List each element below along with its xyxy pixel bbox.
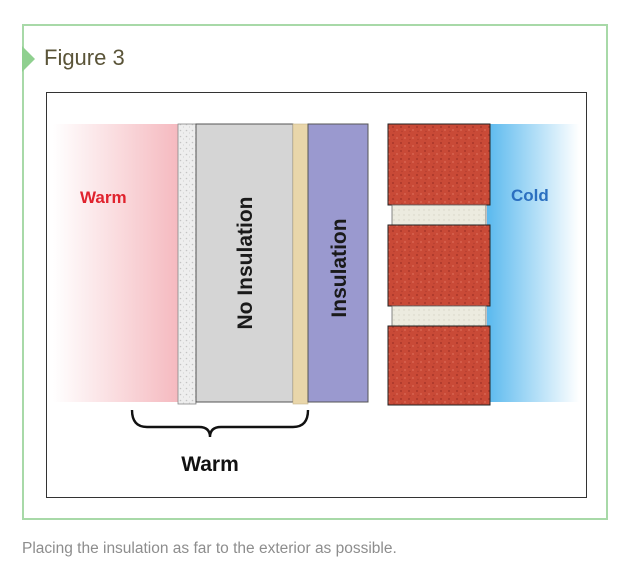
figure-caption: Placing the insulation as far to the ext… — [22, 540, 397, 557]
insulation-layer — [307, 123, 369, 403]
sheathing-layer — [292, 123, 309, 405]
warm-side-label: Warm — [80, 188, 127, 207]
brick-top — [387, 123, 491, 206]
diagram-box: Warm Cold No Insulation Insulation Warm — [46, 92, 587, 498]
warm-bracket — [130, 409, 310, 438]
warm-gradient — [53, 124, 179, 402]
brick-middle — [387, 224, 491, 307]
mortar-joint-bottom — [391, 305, 487, 327]
figure-marker-icon — [22, 46, 35, 72]
brick-bottom — [387, 325, 491, 406]
no-insulation-layer — [195, 123, 294, 403]
figure-title: Figure 3 — [44, 45, 125, 70]
cold-side-label: Cold — [511, 186, 549, 205]
bracket-warm-label: Warm — [181, 453, 239, 476]
wall-diagram: Warm Cold No Insulation Insulation Warm — [53, 123, 579, 476]
no-insulation-label: No Insulation — [234, 197, 257, 330]
insulation-label: Insulation — [328, 218, 351, 317]
drywall-layer — [177, 123, 197, 405]
cold-gradient — [487, 124, 579, 402]
mortar-joint-top — [391, 204, 487, 226]
